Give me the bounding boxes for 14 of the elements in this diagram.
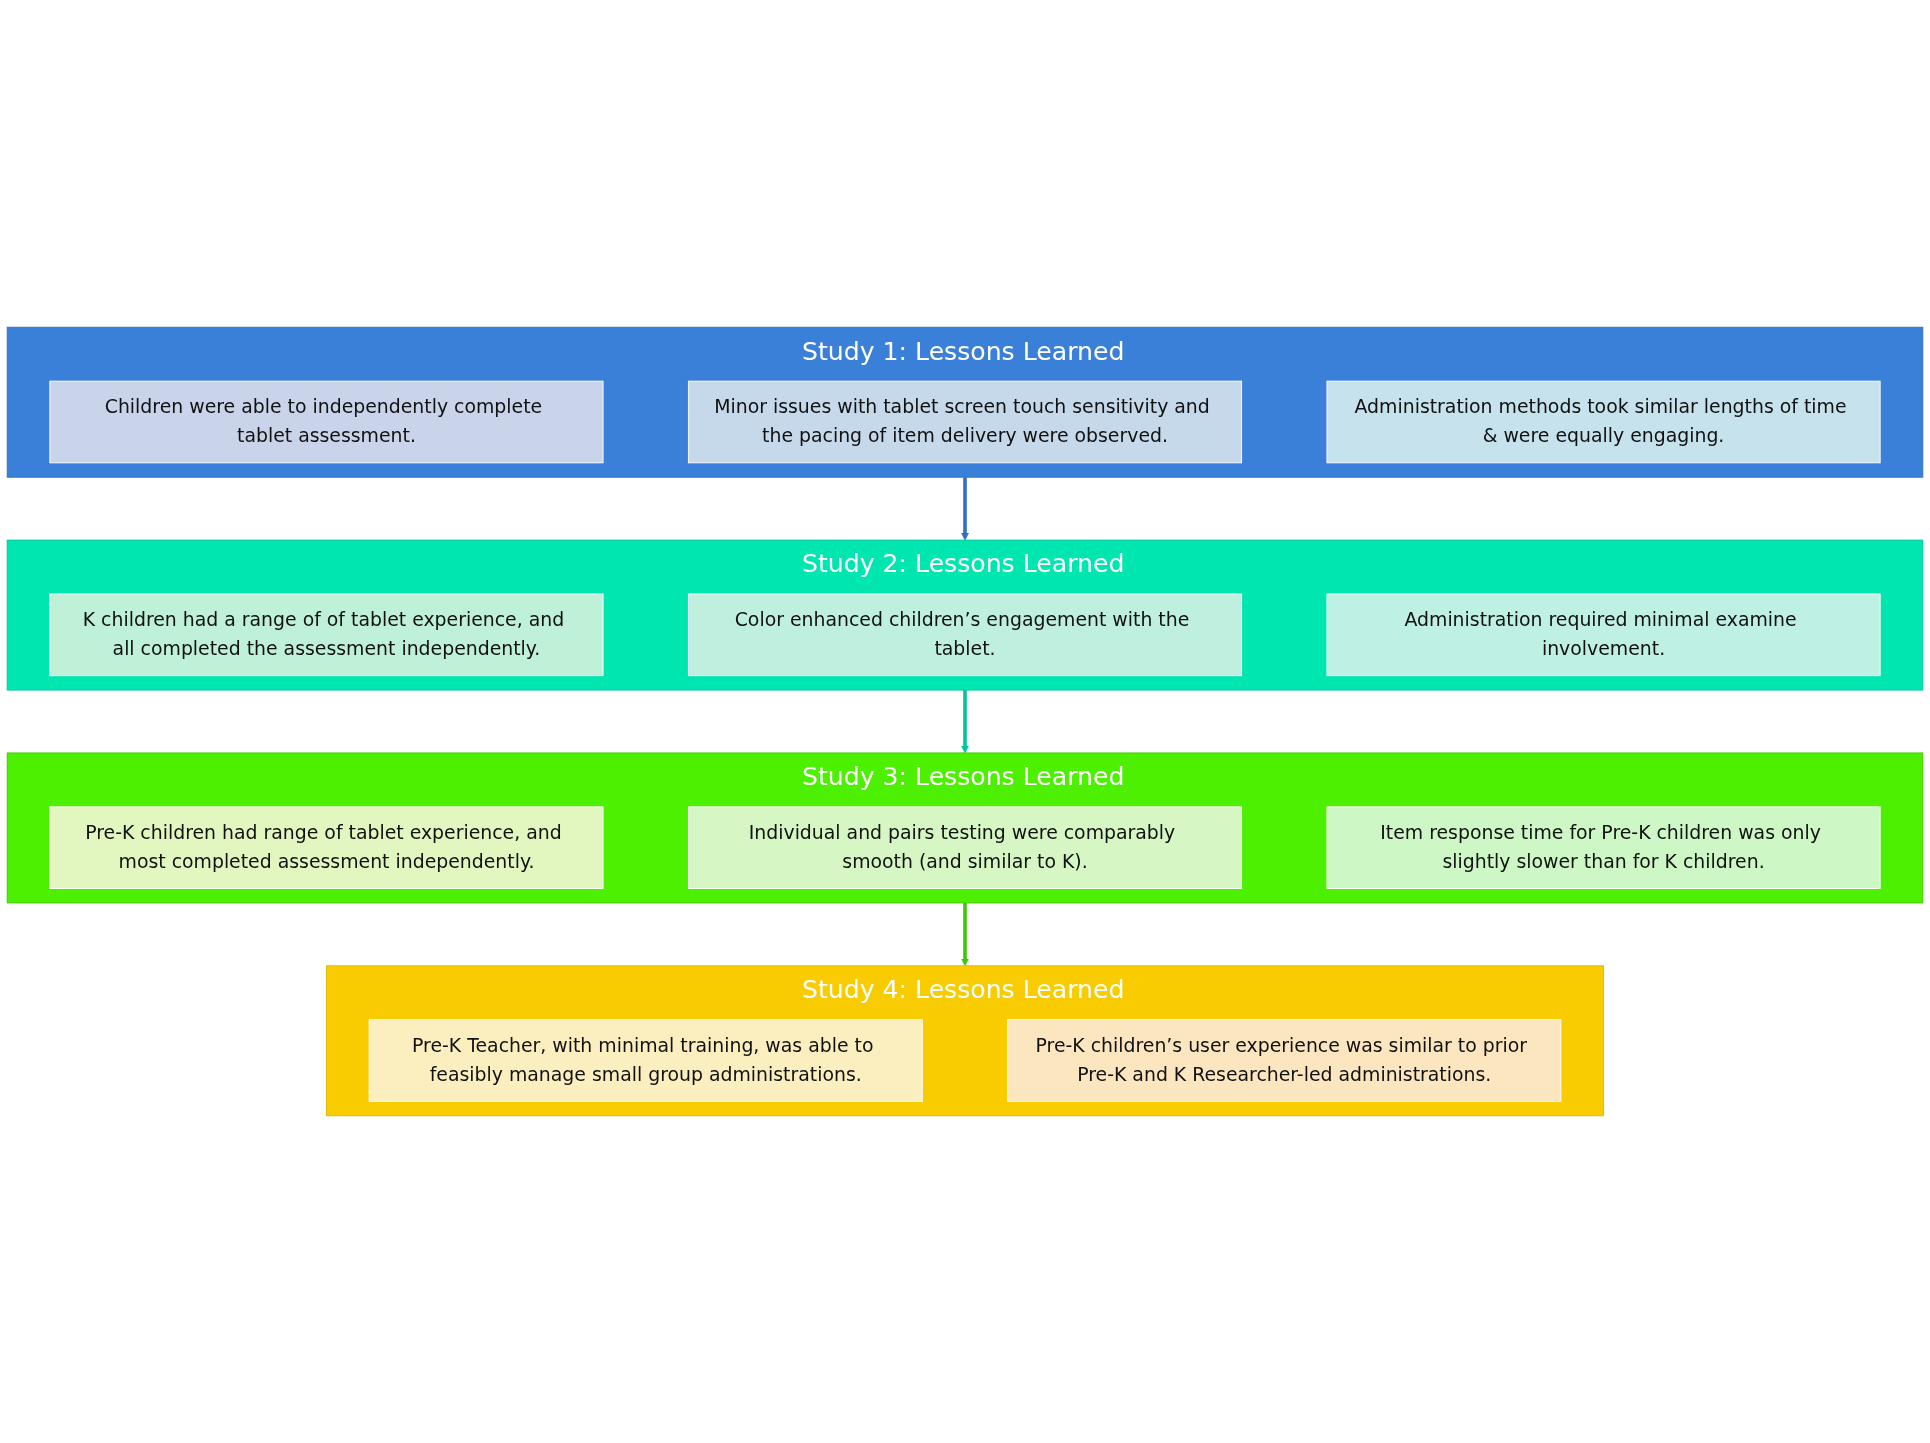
node-box: Administration methods took similar lengths of time & were equally engaging. xyxy=(1326,380,1881,464)
node-box: Children were able to independently complete tablet assessment. xyxy=(49,380,604,464)
node-box: K children had a range of of tablet experience, and all completed the assessment independently. xyxy=(49,593,604,677)
node-box: Administration required minimal examine involvement. xyxy=(1326,593,1881,677)
node-box: Item response time for Pre-K children was only slightly slower than for K children. xyxy=(1326,806,1881,889)
node-box: Minor issues with tablet screen touch sensitivity and the pacing of item delivery were observed. xyxy=(687,380,1243,464)
node-box: Pre-K Teacher, with minimal training, was able to feasibly manage small group administrations. xyxy=(368,1019,923,1102)
node-box: Color enhanced children’s engagement with the tablet. xyxy=(687,593,1243,677)
node-box: Pre-K children had range of tablet experience, and most completed assessment independently. xyxy=(49,806,604,889)
arrow xyxy=(961,902,969,967)
arrow xyxy=(961,477,969,541)
node-box: Pre-K children’s user experience was similar to prior Pre-K and K Researcher-led administrations. xyxy=(1007,1019,1562,1102)
arrow xyxy=(961,690,969,754)
node-box: Individual and pairs testing were comparably smooth (and similar to K). xyxy=(687,806,1243,889)
